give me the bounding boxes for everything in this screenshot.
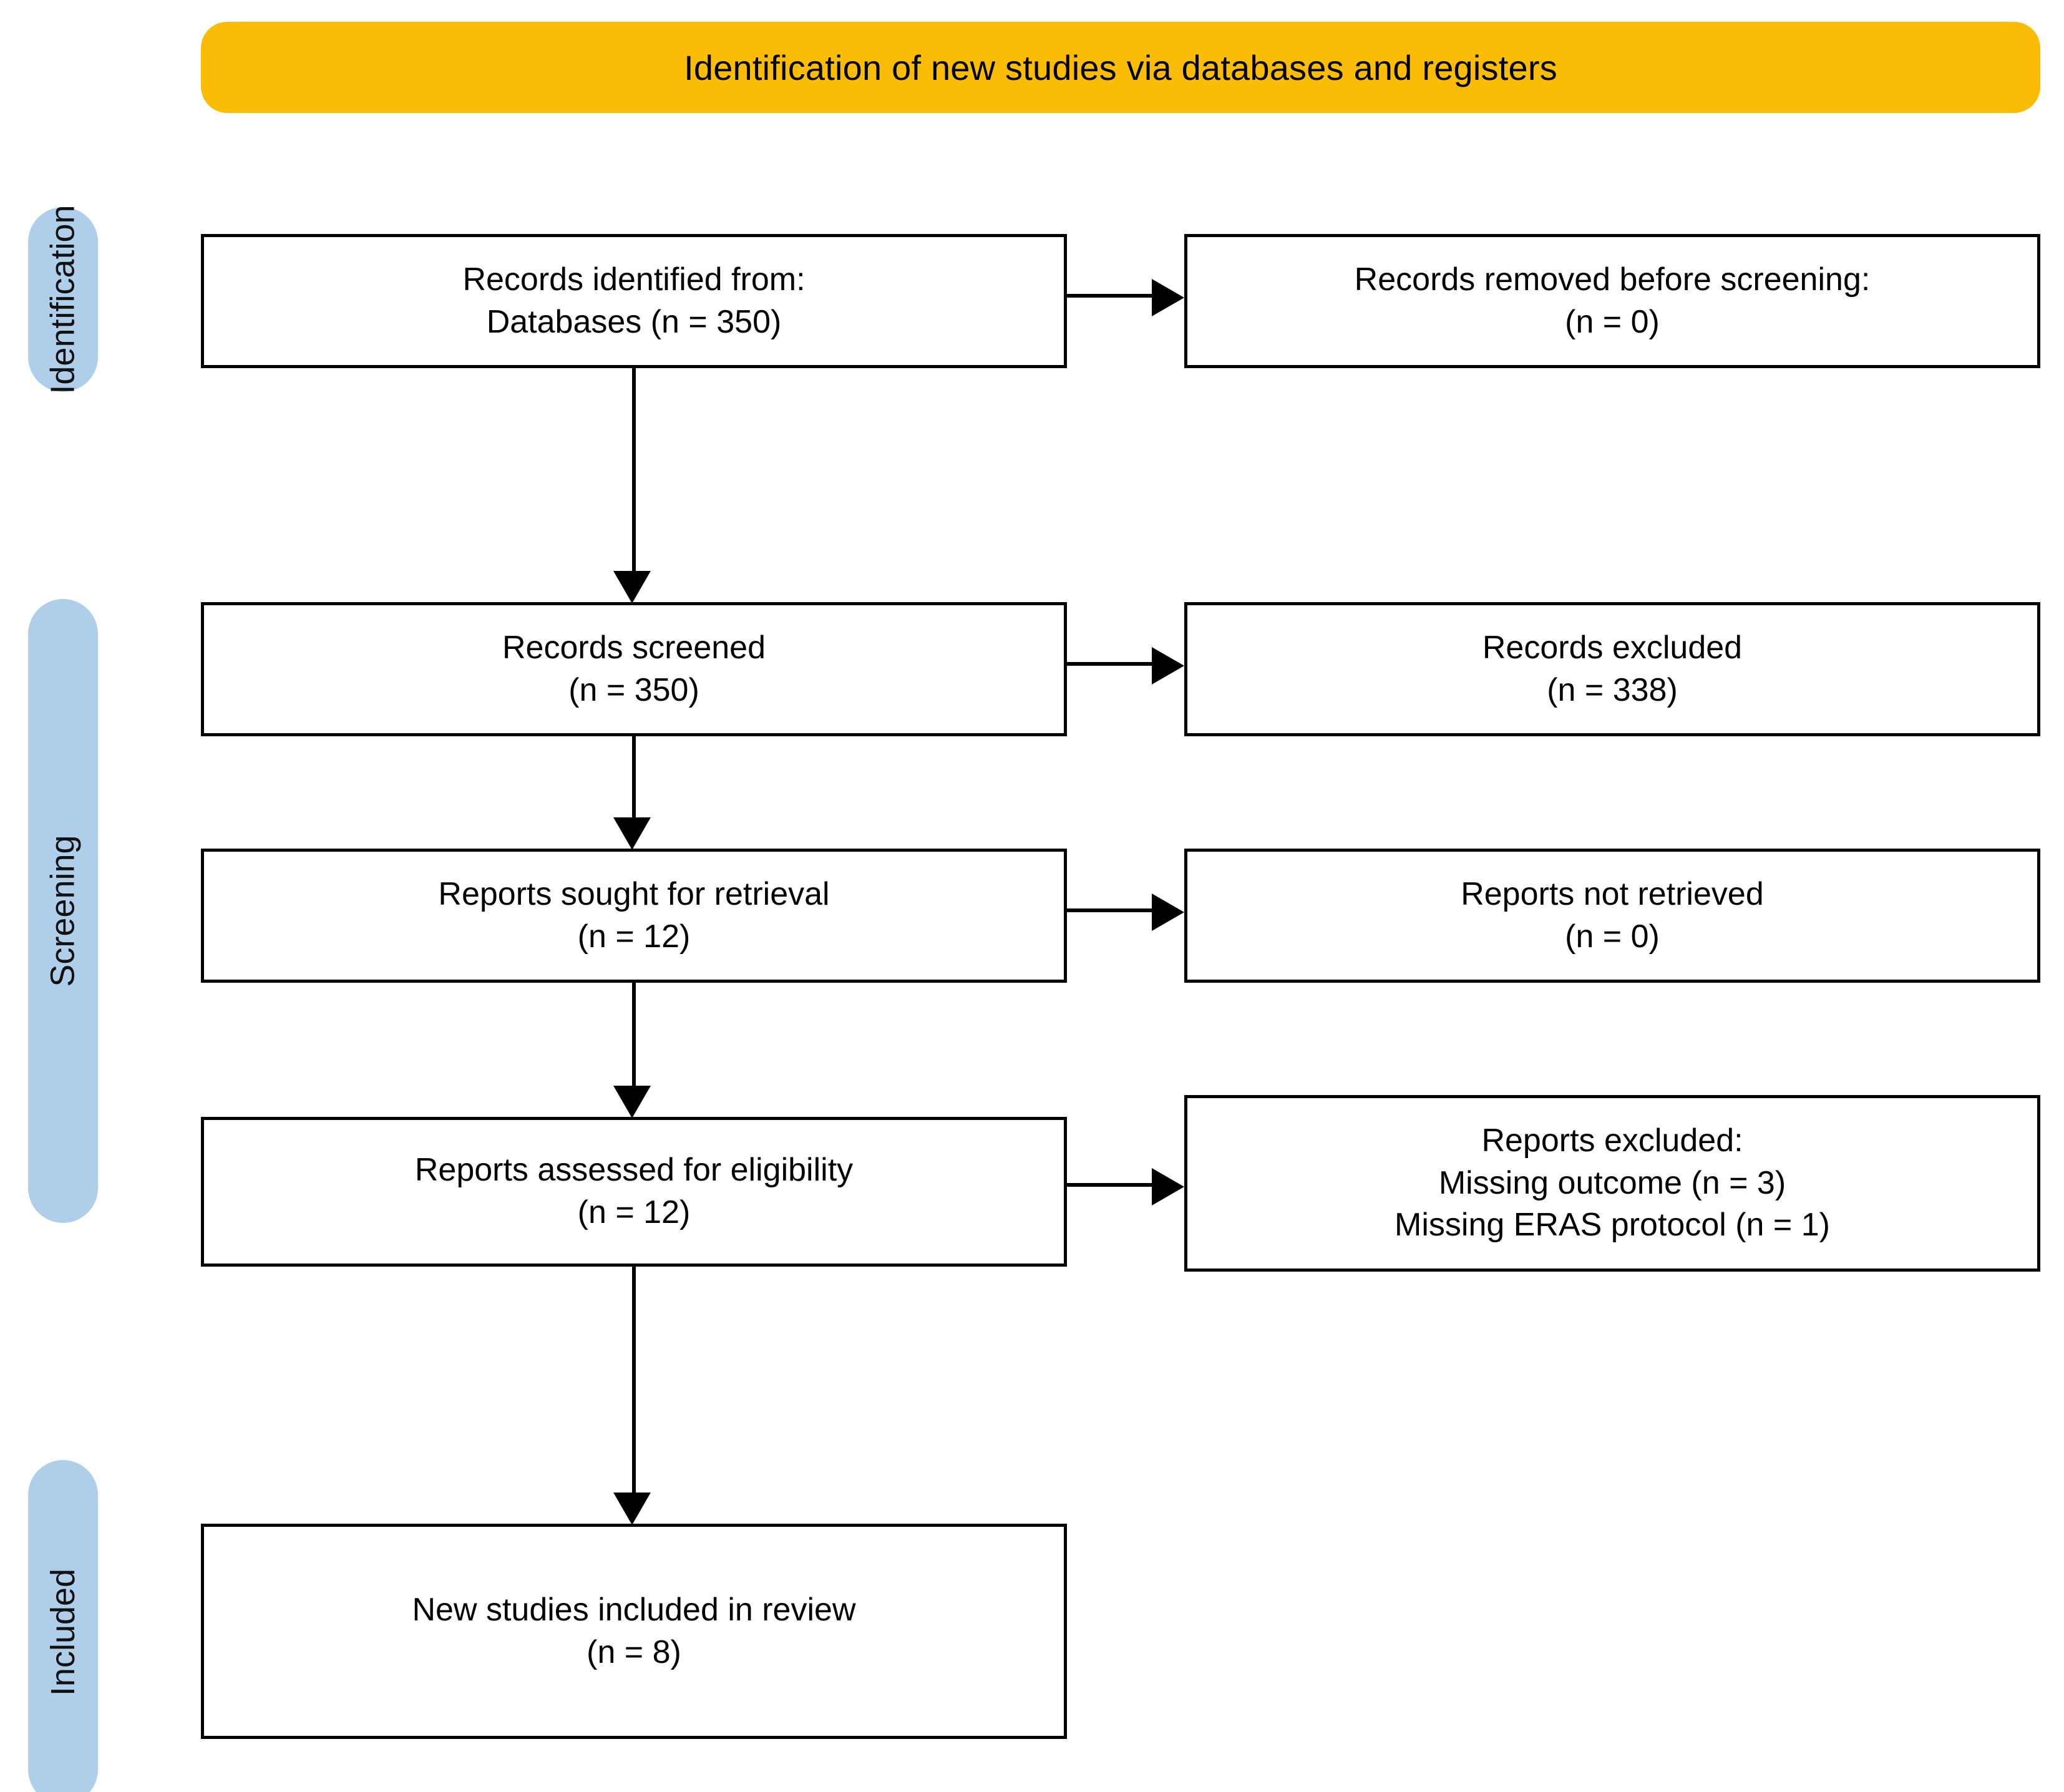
box-records-excluded-line2: (n = 338) [1547, 671, 1678, 708]
box-reports-assessed-line1: Reports assessed for eligibility [414, 1152, 854, 1189]
banner-title: Identification of new studies via databa… [684, 47, 1557, 87]
arrowhead-down-to-screened [613, 571, 651, 603]
box-records-identified-line2: Databases (n = 350) [486, 303, 782, 340]
box-reports-not-retrieved-line1: Reports not retrieved [1461, 875, 1764, 912]
box-records-removed: Records removed before screening: (n = 0… [1184, 234, 2040, 368]
box-records-screened-line1: Records screened [502, 629, 766, 666]
box-reports-excluded-line1: Reports excluded: [1481, 1122, 1743, 1159]
box-records-removed-line1: Records removed before screening: [1354, 261, 1871, 298]
box-records-screened: Records screened (n = 350) [201, 602, 1067, 736]
box-records-identified-line1: Records identified from: [462, 261, 806, 298]
connector-screened-to-records-excluded [1067, 662, 1159, 666]
arrowhead-right-to-removed [1152, 279, 1184, 316]
box-new-studies-included-line1: New studies included in review [412, 1591, 856, 1628]
box-reports-not-retrieved: Reports not retrieved (n = 0) [1184, 849, 2040, 983]
box-records-excluded: Records excluded (n = 338) [1184, 602, 2040, 736]
box-reports-excluded-line2: Missing outcome (n = 3) [1438, 1164, 1786, 1201]
connector-assessed-to-reports-excluded [1067, 1183, 1159, 1187]
connector-screened-to-sought [632, 736, 636, 821]
box-records-identified: Records identified from: Databases (n = … [201, 234, 1067, 368]
box-reports-excluded-line3: Missing ERAS protocol (n = 1) [1395, 1207, 1830, 1244]
box-reports-sought: Reports sought for retrieval (n = 12) [201, 849, 1067, 983]
arrowhead-down-to-included [613, 1493, 651, 1525]
box-records-excluded-line1: Records excluded [1482, 629, 1743, 666]
arrowhead-right-to-reports-excluded [1152, 1168, 1184, 1205]
phase-bar-included [28, 1460, 98, 1792]
connector-assessed-to-included [632, 1267, 636, 1494]
connector-sought-to-not-retrieved [1067, 908, 1159, 912]
box-reports-excluded: Reports excluded: Missing outcome (n = 3… [1184, 1095, 2040, 1272]
box-records-removed-line2: (n = 0) [1565, 303, 1660, 340]
arrowhead-right-to-not-retrieved [1152, 894, 1184, 931]
box-reports-sought-line2: (n = 12) [577, 918, 691, 955]
box-reports-assessed-line2: (n = 12) [577, 1194, 691, 1230]
box-reports-assessed: Reports assessed for eligibility (n = 12… [201, 1117, 1067, 1267]
arrowhead-down-to-assessed [613, 1086, 651, 1118]
box-new-studies-included: New studies included in review (n = 8) [201, 1524, 1067, 1739]
box-reports-sought-line1: Reports sought for retrieval [438, 875, 830, 912]
box-records-screened-line2: (n = 350) [568, 671, 699, 708]
box-reports-not-retrieved-line2: (n = 0) [1565, 918, 1660, 955]
box-new-studies-included-line2: (n = 8) [587, 1634, 681, 1670]
phase-bar-identification [28, 207, 98, 392]
identification-banner: Identification of new studies via databa… [201, 22, 2040, 113]
connector-identified-to-removed [1067, 294, 1159, 298]
arrowhead-down-to-sought [613, 817, 651, 850]
connector-sought-to-assessed [632, 983, 636, 1089]
phase-bar-screening [28, 599, 98, 1223]
arrowhead-right-to-records-excluded [1152, 647, 1184, 684]
connector-identified-to-screened [632, 368, 636, 574]
